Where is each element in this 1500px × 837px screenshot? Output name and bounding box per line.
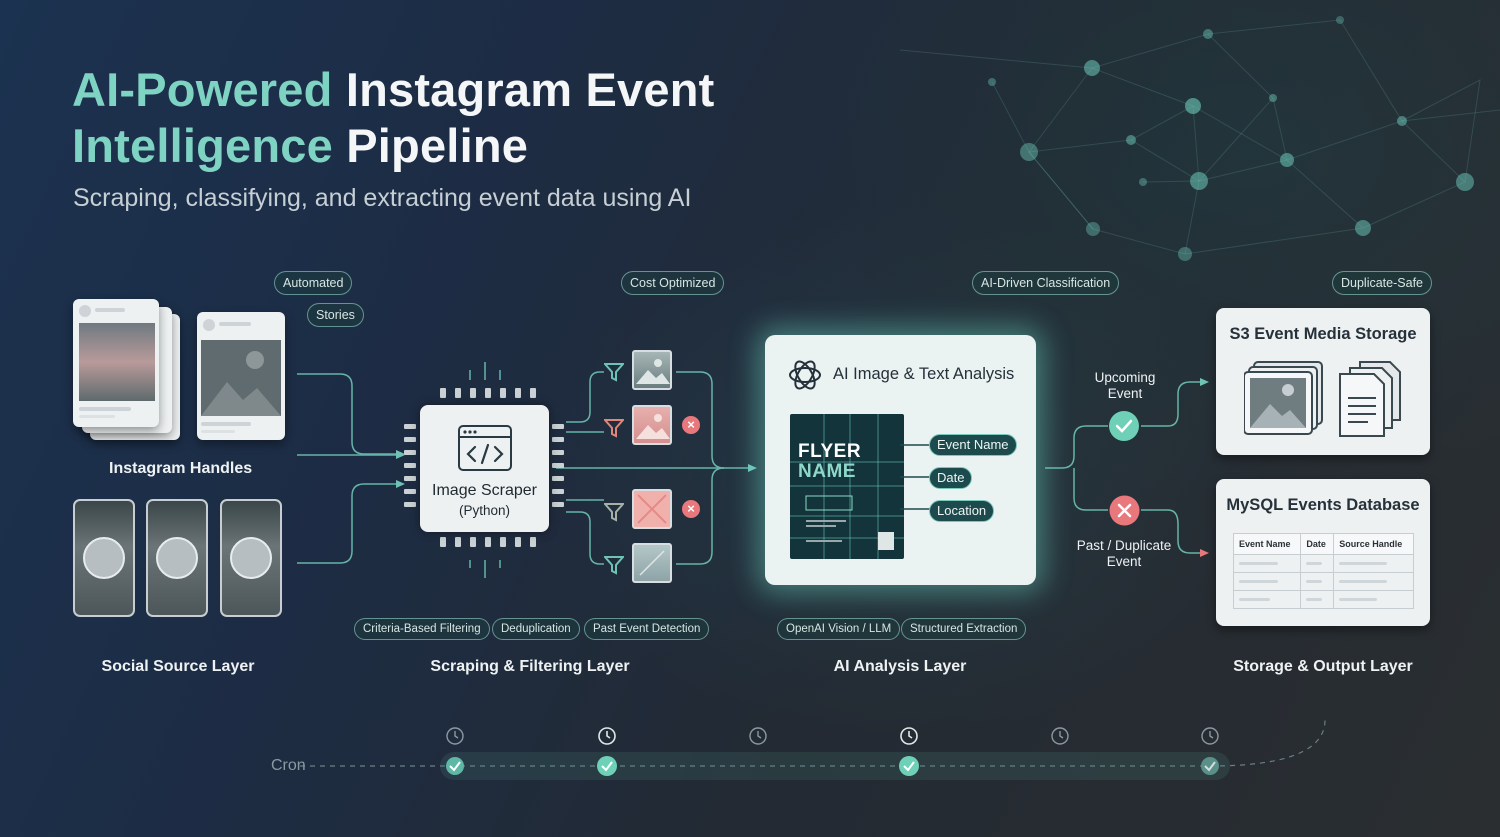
flyer-preview: FLYER NAME [790,414,904,559]
feature-past-event-detection: Past Event Detection [584,618,710,640]
table-row [1232,554,1414,573]
tag-cost-optimized: Cost Optimized [621,271,725,295]
title-highlight-2: Intelligence [72,119,333,172]
rejected-image-thumb [632,405,672,445]
s3-storage-card: S3 Event Media Storage [1216,308,1430,455]
mysql-database-title: MySQL Events Database [1226,496,1420,514]
flyer-title-line-1: FLYER [798,441,862,462]
post-card-front [73,299,159,427]
tag-stories: Stories [307,303,364,327]
image-icon [636,359,670,384]
cron-timeline [446,727,1219,776]
story-phone-2 [146,499,208,617]
ai-layer-label: AI Analysis Layer [833,658,967,675]
title-rest-1: Instagram Event [345,63,715,116]
post-card-image [197,312,285,440]
code-window-icon [458,425,512,471]
field-connectors [900,444,930,510]
reject-x-icon: × [682,416,700,434]
ai-analysis-card: AI Image & Text Analysis FLYER NAME Even… [765,335,1036,585]
passed-image-thumb [632,350,672,390]
mysql-database-card: MySQL Events Database Event Name Date So… [1216,479,1430,626]
ai-card-title: AI Image & Text Analysis [833,365,1015,383]
scraping-layer-label: Scraping & Filtering Layer [430,658,630,675]
filter-icon [604,556,624,575]
flyer-grid [790,414,904,559]
events-table: Event Name Date Source Handle [1232,533,1414,609]
story-avatar-icon [156,537,198,579]
feature-deduplication: Deduplication [492,618,580,640]
column-header: Date [1300,533,1335,555]
title-highlight-1: AI-Powered [72,63,333,116]
story-avatar-icon [230,537,272,579]
cron-label: Cron [271,757,306,774]
social-source-layer-label: Social Source Layer [101,658,255,675]
reject-icon [1109,495,1140,526]
instagram-handles-label: Instagram Handles [109,460,253,477]
feature-criteria-filtering: Criteria-Based Filtering [354,618,490,640]
reject-x-icon: × [682,500,700,518]
table-row [1232,572,1414,591]
column-header: Event Name [1232,533,1302,555]
s3-storage-title: S3 Event Media Storage [1229,325,1417,343]
media-images-icon [1244,361,1323,435]
tag-ai-classification: AI-Driven Classification [972,271,1120,295]
scraper-name: Image Scraper [432,482,537,499]
passed-image-thumb [632,543,672,583]
crossed-image-icon [637,494,667,524]
upcoming-event-label: Upcoming Event [1094,370,1156,401]
past-duplicate-event-label: Past / Duplicate Event [1076,538,1172,569]
title-rest-2: Pipeline [346,119,529,172]
story-phone-3 [220,499,282,617]
page-title: AI-Powered Instagram Event Intelligence … [72,62,715,174]
scraper-language: (Python) [458,503,511,518]
tag-duplicate-safe: Duplicate-Safe [1332,271,1432,295]
image-icon [79,305,155,418]
check-icon [1109,411,1139,441]
table-header-row: Event Name Date Source Handle [1232,533,1414,555]
openai-logo-icon [789,360,821,390]
landscape-image-icon [201,319,281,433]
filter-icon [604,363,624,382]
documents-icon [1339,361,1401,437]
image-icon [639,550,665,576]
image-icon [636,414,670,439]
flyer-title-line-2: NAME [798,461,856,482]
field-event-name: Event Name [929,434,1017,456]
story-avatar-icon [83,537,125,579]
filter-icon [604,503,624,522]
feature-structured-extraction: Structured Extraction [901,618,1027,640]
storage-layer-label: Storage & Output Layer [1233,658,1413,675]
tag-automated: Automated [274,271,353,295]
field-location: Location [929,500,995,522]
page-subtitle: Scraping, classifying, and extracting ev… [73,184,692,212]
column-header: Source Handle [1333,533,1414,555]
field-date: Date [929,467,973,489]
rejected-empty-thumb [632,489,672,529]
story-phone-1 [73,499,135,617]
image-scraper-chip: Image Scraper (Python) [420,405,549,532]
chip-pins [404,388,564,547]
table-row [1232,590,1414,609]
filter-icon [604,419,624,438]
feature-openai-vision: OpenAI Vision / LLM [777,618,901,640]
